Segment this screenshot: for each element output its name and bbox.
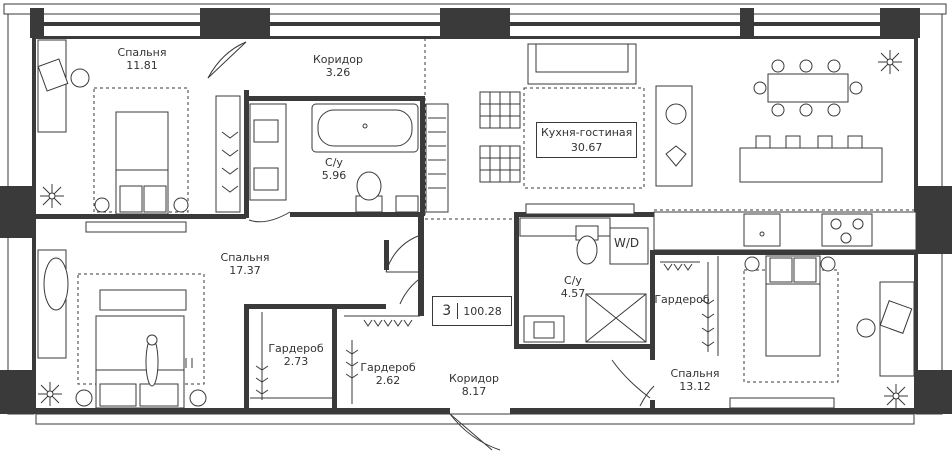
bedroom-sw-furniture bbox=[37, 249, 207, 409]
room-count: 3 bbox=[442, 303, 459, 319]
room-label-wardrobe-3: Гардероб bbox=[654, 293, 710, 306]
zone-dividers bbox=[424, 38, 916, 220]
total-area: 100.28 bbox=[463, 304, 502, 318]
doors bbox=[207, 41, 655, 451]
plant-icon bbox=[38, 382, 62, 406]
dining-table-icon bbox=[753, 59, 863, 117]
kitchen-living-furniture bbox=[479, 43, 917, 251]
bedroom-se-furniture bbox=[729, 255, 915, 409]
apartment-badge: 3 100.28 bbox=[432, 296, 512, 326]
bathroom-main-fixtures bbox=[249, 103, 449, 213]
plant-icon bbox=[40, 184, 64, 208]
plant-icon bbox=[878, 50, 902, 74]
washer-dryer-label: W/D bbox=[614, 236, 640, 250]
plant-icon bbox=[884, 384, 908, 408]
bedroom-nw-furniture bbox=[37, 39, 241, 233]
wardrobe-fixtures bbox=[250, 256, 719, 404]
bathroom-2-fixtures bbox=[519, 217, 649, 343]
